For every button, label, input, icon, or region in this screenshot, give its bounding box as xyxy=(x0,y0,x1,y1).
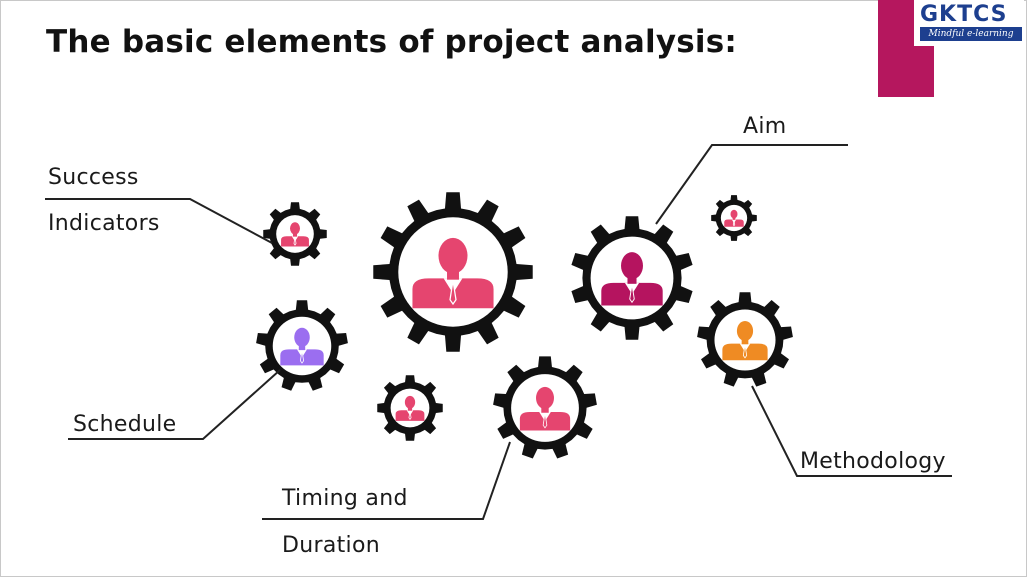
leader-line-methodology xyxy=(751,385,952,477)
gears-group xyxy=(256,192,793,459)
gear-methodology-icon xyxy=(697,292,793,387)
leader-line-success-indicators xyxy=(45,198,273,244)
person-icon xyxy=(722,320,768,361)
gear-main-icon xyxy=(373,192,533,352)
person-icon xyxy=(724,209,744,227)
logo-tagline: Mindful e-learning xyxy=(920,27,1022,41)
person-icon xyxy=(395,395,425,421)
label-indicators: Indicators xyxy=(48,211,160,236)
gear-schedule-icon xyxy=(256,300,348,391)
leader-line-timing-duration xyxy=(262,441,511,520)
label-aim: Aim xyxy=(743,114,787,139)
label-success: Success xyxy=(48,165,139,190)
gktcs-logo: GKTCS Mindful e-learning xyxy=(914,0,1024,46)
leader-lines xyxy=(45,144,952,520)
leader-line-aim xyxy=(655,144,848,225)
person-icon xyxy=(281,222,309,247)
person-icon xyxy=(280,327,324,366)
label-methodology: Methodology xyxy=(800,449,946,474)
gear-small-center-icon xyxy=(377,375,443,441)
logo-wordmark: GKTCS xyxy=(920,2,1008,27)
leader-line-schedule xyxy=(68,369,281,440)
label-schedule: Schedule xyxy=(73,412,177,437)
gear-success-icon xyxy=(263,202,327,266)
person-icon xyxy=(412,237,494,309)
gear-small-right-icon xyxy=(711,195,757,241)
person-icon xyxy=(519,386,571,431)
slide-title: The basic elements of project analysis: xyxy=(46,24,737,60)
gear-aim-icon xyxy=(571,216,693,340)
gear-timing-icon xyxy=(493,356,597,459)
label-duration: Duration xyxy=(282,533,380,558)
label-timing: Timing and xyxy=(282,486,408,511)
person-icon xyxy=(601,252,663,306)
